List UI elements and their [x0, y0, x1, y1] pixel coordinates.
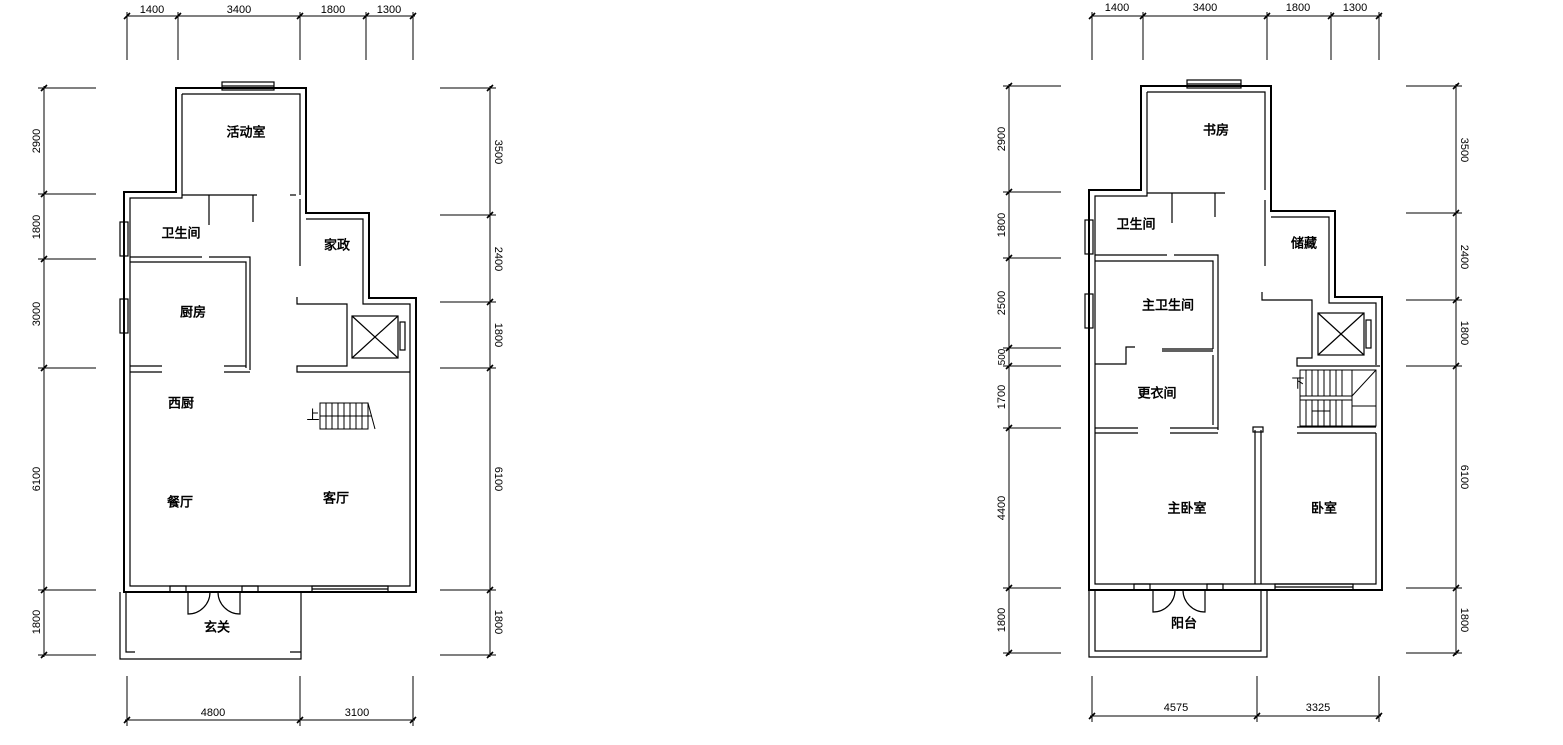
stair-up-label: 上 [306, 409, 319, 424]
dim-label: 1400 [140, 4, 164, 16]
dim-label: 3400 [227, 4, 251, 16]
room-activity-label: 活动室 [226, 125, 265, 141]
dim-label: 3000 [31, 302, 43, 326]
dim-label: 3325 [1306, 702, 1330, 714]
dim-label: 2400 [492, 247, 504, 271]
room-study-label: 书房 [1203, 123, 1229, 139]
dim-label: 1800 [492, 323, 504, 347]
right-dimension-chain: 3500 2400 1800 6100 1800 [440, 84, 504, 659]
room-dining-label: 餐厅 [166, 495, 193, 511]
bottom-dimension-chain: 4800 3100 [123, 676, 417, 726]
dim-label: 3100 [345, 707, 369, 719]
room-storage-label: 储藏 [1290, 236, 1317, 252]
dim-label: 2400 [1458, 245, 1470, 269]
stair-down: 下 [1291, 369, 1377, 427]
dim-label: 3400 [1193, 2, 1217, 14]
dim-label: 500 [997, 348, 1008, 365]
left-dimension-chain: 2900 1800 2500 500 1700 4400 1800 [996, 82, 1061, 657]
dim-label: 4800 [201, 707, 225, 719]
dim-label: 1300 [1343, 2, 1367, 14]
upper-floor-plan: 1400 3400 1800 1300 4575 3325 [996, 2, 1470, 722]
room-housekeeping-label: 家政 [324, 238, 351, 254]
dim-label: 1800 [1286, 2, 1310, 14]
dim-label: 1300 [377, 4, 401, 16]
dim-label: 6100 [31, 467, 43, 491]
room-master-bath-label: 主卫生间 [1142, 298, 1194, 314]
dim-label: 1800 [996, 608, 1008, 632]
dim-label: 4400 [996, 496, 1008, 520]
left-dimension-chain: 2900 1800 3000 6100 1800 [31, 84, 96, 659]
room-balcony-label: 阳台 [1171, 616, 1197, 632]
top-dimension-chain: 1400 3400 1800 1300 [123, 4, 417, 60]
dim-label: 6100 [1458, 465, 1470, 489]
room-bath-label: 卫生间 [1116, 217, 1155, 233]
dim-label: 4575 [1164, 702, 1188, 714]
dim-label: 2900 [996, 127, 1008, 151]
dim-label: 2500 [996, 291, 1008, 315]
dim-label: 3500 [492, 140, 504, 164]
top-dimension-chain: 1400 3400 1800 1300 [1088, 2, 1383, 60]
dim-label: 1400 [1105, 2, 1129, 14]
room-closet-label: 更衣间 [1137, 386, 1176, 402]
stair-up: 上 [306, 402, 376, 430]
room-bedroom-label: 卧室 [1311, 501, 1337, 517]
bottom-dimension-chain: 4575 3325 [1088, 676, 1383, 722]
dim-label: 6100 [492, 467, 504, 491]
room-western-kitchen-label: 西厨 [168, 397, 194, 412]
dim-label: 1800 [31, 215, 43, 239]
dim-label: 2900 [31, 129, 43, 153]
room-master-bedroom-label: 主卧室 [1167, 501, 1206, 517]
dim-label: 1800 [321, 4, 345, 16]
dim-label: 1800 [1458, 321, 1470, 345]
ground-floor-plan: 1400 3400 1800 1300 4800 3100 [31, 4, 504, 726]
stair-down-label: 下 [1291, 377, 1304, 392]
room-living-label: 客厅 [323, 491, 349, 507]
dim-label: 1700 [996, 385, 1008, 409]
walls [119, 81, 417, 660]
room-bath-label: 卫生间 [161, 226, 200, 242]
room-kitchen-label: 厨房 [180, 305, 206, 321]
dim-label: 1800 [492, 610, 504, 634]
dim-label: 1800 [31, 610, 43, 634]
dim-label: 3500 [1458, 138, 1470, 162]
dim-label: 1800 [996, 213, 1008, 237]
walls [1084, 79, 1383, 658]
room-entrance-label: 玄关 [204, 620, 230, 636]
right-dimension-chain: 3500 2400 1800 6100 1800 [1406, 82, 1470, 657]
dim-label: 1800 [1458, 608, 1470, 632]
